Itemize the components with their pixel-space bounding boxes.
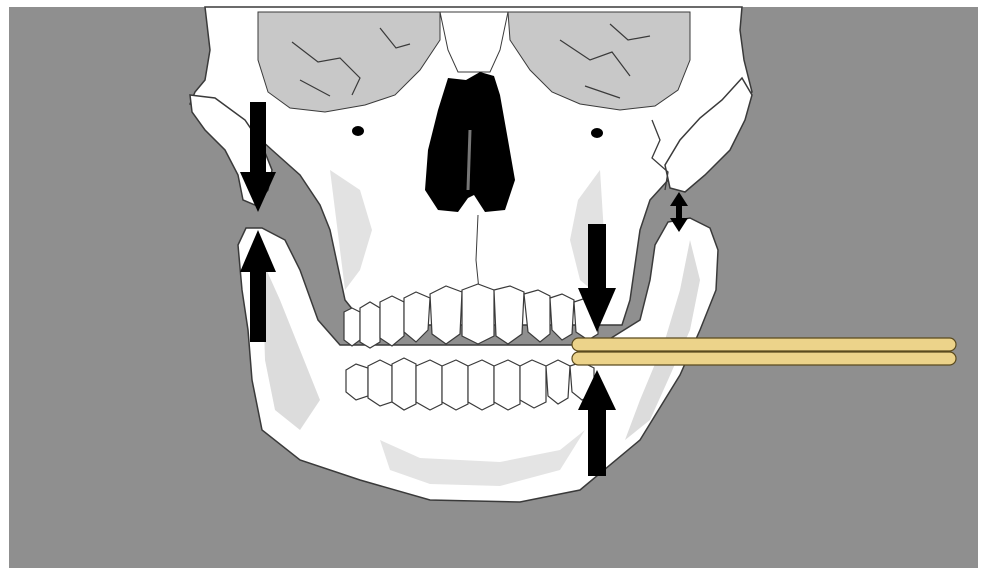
bite-stick-lower [572, 352, 956, 365]
upper-tooth [494, 286, 524, 344]
arrow-up-icon-shaft [250, 270, 266, 342]
lower-tooth [346, 364, 368, 400]
lower-teeth [346, 358, 594, 410]
nasal-septum [468, 130, 470, 190]
lower-tooth [546, 360, 570, 404]
lower-tooth [494, 360, 520, 410]
upper-tooth [360, 302, 380, 348]
arrow-down-icon-shaft [588, 224, 606, 290]
lower-tooth [520, 360, 546, 408]
arrow-down-icon-shaft [250, 102, 266, 174]
left-infraorbital-foramen [352, 126, 364, 136]
lower-tooth [468, 360, 494, 410]
lower-tooth [442, 360, 468, 410]
lower-tooth [416, 360, 442, 410]
right-infraorbital-foramen [591, 128, 603, 138]
upper-tooth [344, 308, 360, 346]
lower-tooth [392, 358, 416, 410]
bite-stick-upper [572, 338, 956, 351]
lower-tooth [368, 360, 392, 406]
arrow-up-icon-shaft [588, 408, 606, 476]
upper-tooth [380, 296, 404, 346]
upper-tooth [462, 284, 494, 344]
upper-tooth [430, 286, 462, 344]
